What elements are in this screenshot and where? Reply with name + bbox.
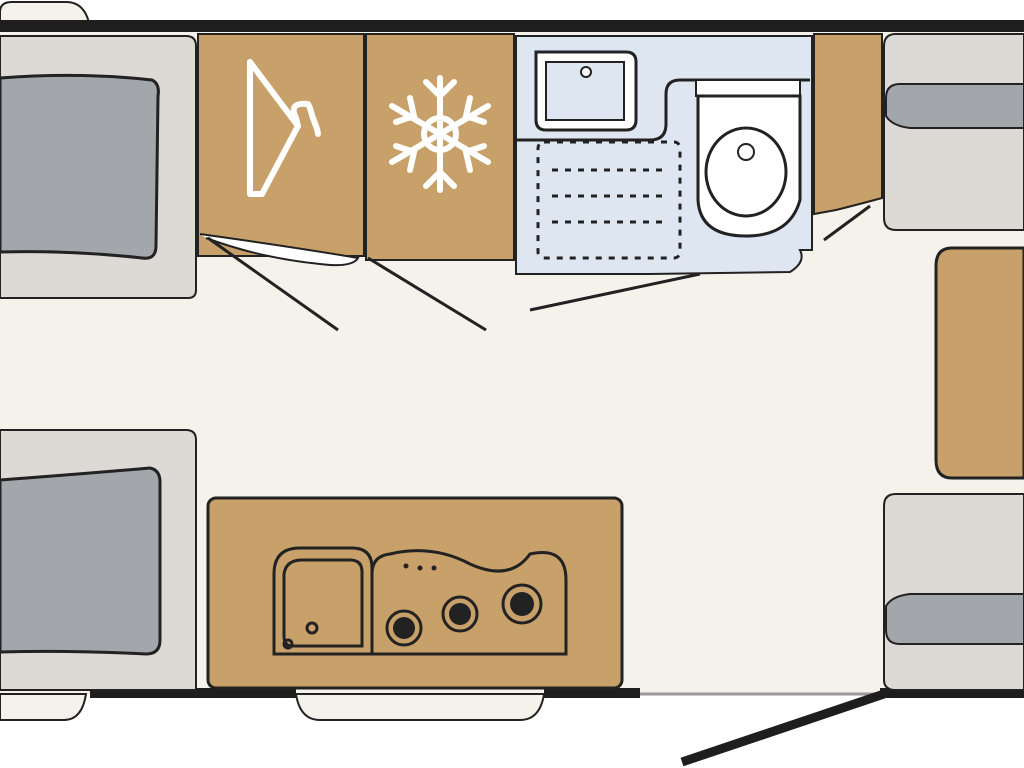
bed-top-left bbox=[0, 35, 197, 299]
bathroom bbox=[515, 35, 813, 312]
bed-bottom-left bbox=[0, 429, 197, 691]
seat-top-right bbox=[883, 33, 1024, 231]
entrance-door bbox=[680, 689, 886, 767]
wall-bottom-mid bbox=[544, 688, 640, 698]
shower-tray bbox=[536, 140, 682, 260]
toilet-icon bbox=[695, 79, 802, 238]
hanger-icon bbox=[247, 59, 321, 197]
dinette-table bbox=[934, 246, 1024, 480]
sink-icon bbox=[534, 50, 638, 132]
backrest-top-right bbox=[885, 83, 1024, 129]
kitchen-counter bbox=[206, 496, 624, 690]
gas-hob-icon bbox=[370, 549, 568, 656]
small-cabinet-door bbox=[823, 204, 871, 242]
window-bottom-middle bbox=[294, 693, 546, 721]
window-bottom-left bbox=[0, 693, 88, 721]
wall-bottom bbox=[90, 688, 296, 698]
mattress-bottom-left bbox=[0, 466, 162, 656]
wardrobe-door bbox=[207, 236, 339, 332]
small-cabinet-top-right bbox=[813, 33, 883, 242]
snowflake-icon bbox=[389, 75, 491, 193]
fridge bbox=[365, 33, 515, 332]
mattress-top-left bbox=[0, 73, 160, 260]
wardrobe bbox=[197, 33, 365, 332]
wardrobe-door-swing bbox=[199, 233, 360, 267]
bathroom-door bbox=[529, 272, 701, 312]
fridge-door bbox=[367, 256, 487, 332]
seat-bottom-right bbox=[883, 493, 1024, 691]
backrest-bottom-right bbox=[885, 593, 1024, 645]
wall-top bbox=[0, 20, 1024, 32]
wall-bottom-right bbox=[880, 688, 1024, 698]
